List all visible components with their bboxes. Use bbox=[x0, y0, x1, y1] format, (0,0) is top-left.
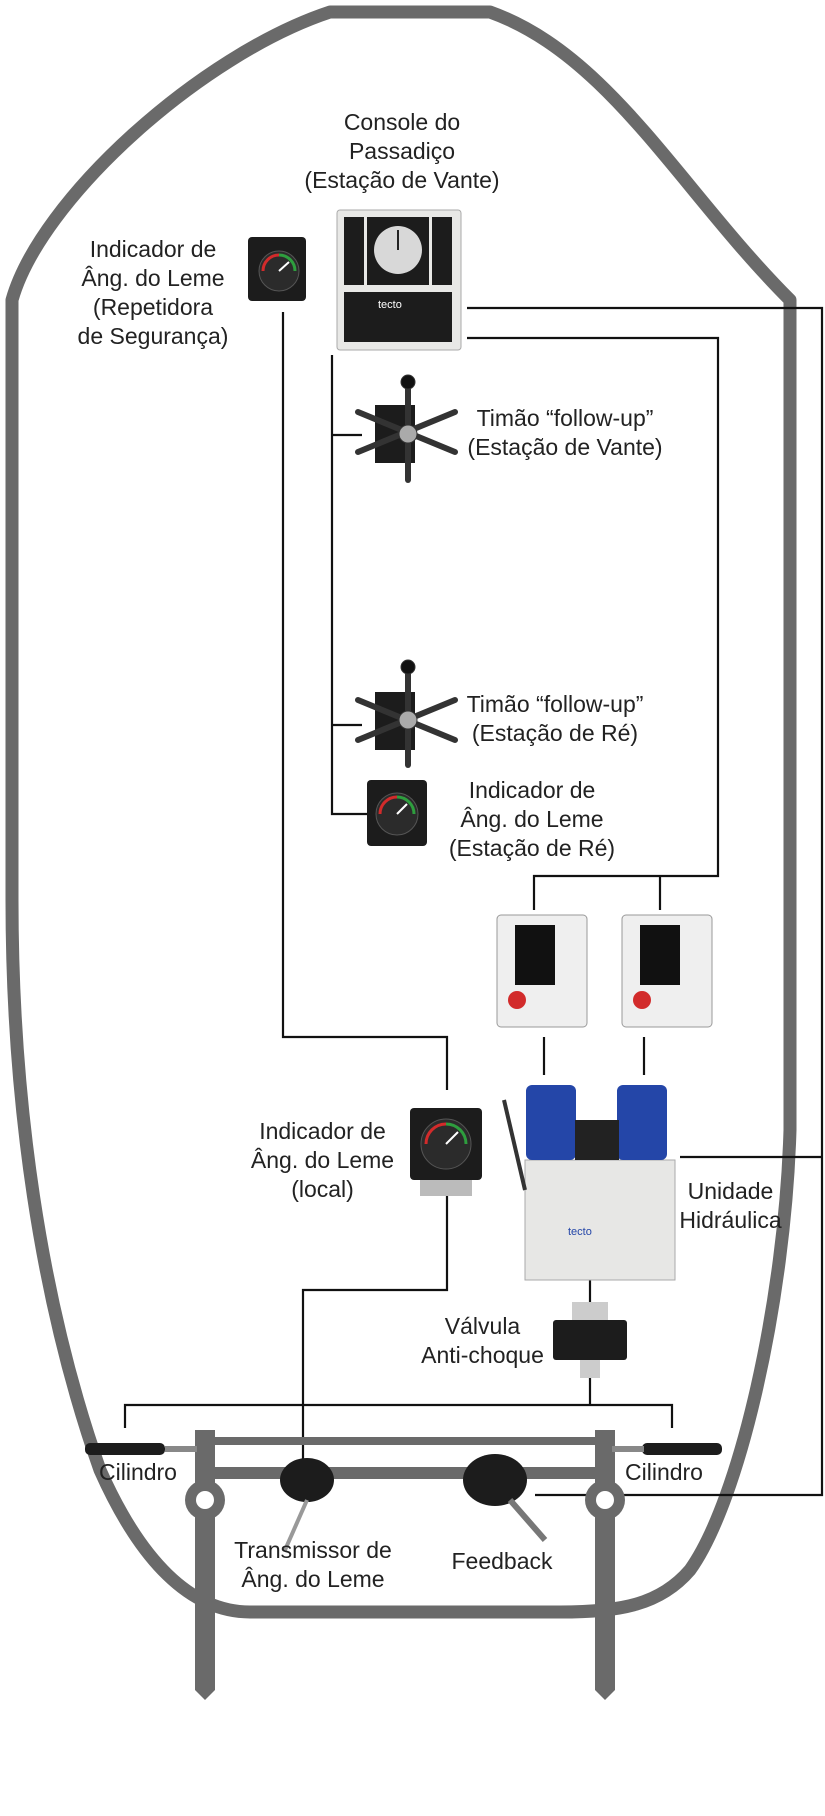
label-wheel-fwd: Timão “follow-up” (Estação de Vante) bbox=[467, 405, 663, 460]
hull-outline bbox=[5, 5, 797, 1619]
label-wheel-aft: Timão “follow-up” (Estação de Ré) bbox=[466, 691, 644, 746]
label-feedback: Feedback bbox=[451, 1548, 553, 1574]
controller-left bbox=[496, 914, 588, 1028]
indicator-safety-device bbox=[248, 237, 306, 301]
wire-console-to-wheels bbox=[330, 355, 372, 816]
label-transmitter: Transmissor de Âng. do Leme bbox=[234, 1537, 392, 1592]
label-cylinder-left: Cilindro bbox=[99, 1459, 177, 1485]
wheel-fwd-device bbox=[355, 374, 458, 483]
transmitter-device bbox=[280, 1458, 334, 1551]
wire-safety-indicator bbox=[281, 312, 449, 1090]
hydraulic-unit-device: tecto bbox=[502, 1085, 676, 1281]
wire-local-indicator-to-transmitter bbox=[301, 1188, 449, 1460]
cylinder-left-device bbox=[85, 1443, 197, 1455]
bridge-console: tecto bbox=[336, 209, 462, 351]
label-hydraulic-unit: Unidade Hidráulica bbox=[679, 1178, 782, 1233]
hydraulic-logo: tecto bbox=[568, 1226, 592, 1238]
wire-console-to-feedback bbox=[467, 306, 824, 1497]
console-logo: tecto bbox=[378, 299, 402, 311]
wheel-aft-device bbox=[355, 659, 458, 768]
indicator-local-device bbox=[410, 1108, 482, 1196]
wire-valve-to-cylinders bbox=[123, 1378, 674, 1428]
label-indicator-aft: Indicador de Âng. do Leme (Estação de Ré… bbox=[448, 777, 616, 861]
controller-right bbox=[621, 914, 713, 1028]
valve-device bbox=[553, 1302, 627, 1378]
label-indicator-safety: Indicador de Âng. do Leme (Repetidora de… bbox=[77, 236, 229, 349]
cylinder-right-device bbox=[612, 1443, 722, 1455]
label-valve: Válvula Anti-choque bbox=[421, 1313, 544, 1368]
indicator-aft-device bbox=[367, 780, 427, 846]
label-console: Console do Passadiço (Estação de Vante) bbox=[304, 109, 500, 193]
feedback-device bbox=[463, 1454, 548, 1542]
label-indicator-local: Indicador de Âng. do Leme (local) bbox=[250, 1118, 395, 1202]
wire-console-to-controllers bbox=[467, 336, 720, 910]
label-cylinder-right: Cilindro bbox=[625, 1459, 703, 1485]
